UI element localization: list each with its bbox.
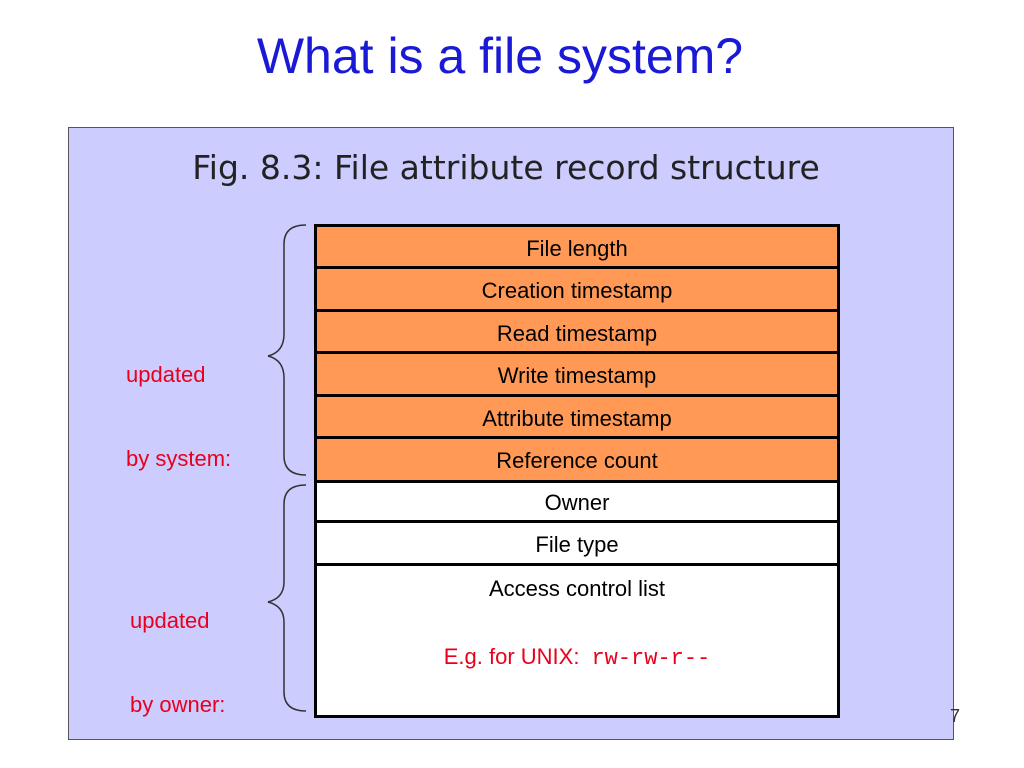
field-label: Write timestamp (497, 363, 657, 388)
record-field-access-control-list: Access control list (317, 566, 837, 715)
acl-example: E.g. for UNIX: rw-rw-r-- (317, 644, 837, 672)
acl-example-value: rw-rw-r-- (591, 646, 711, 671)
record-field-reference-count: Reference count (317, 439, 837, 483)
figure-caption: Fig. 8.3: File attribute record structur… (192, 148, 820, 187)
owner-group-label-line2: by owner: (130, 692, 226, 717)
field-label: Access control list (488, 576, 666, 601)
acl-example-label: E.g. for UNIX: (443, 644, 580, 669)
field-label: Read timestamp (496, 321, 658, 346)
field-label: Reference count (496, 448, 658, 473)
field-label: Owner (544, 490, 610, 515)
field-label: Creation timestamp (481, 278, 673, 303)
record-field-attribute-timestamp: Attribute timestamp (317, 397, 837, 439)
slide-title: What is a file system? (256, 28, 744, 84)
record-field-file-length: File length (317, 227, 837, 269)
record-field-read-timestamp: Read timestamp (317, 312, 837, 354)
system-group-brace (267, 224, 307, 476)
record-field-owner: Owner (317, 483, 837, 523)
record-field-creation-timestamp: Creation timestamp (317, 269, 837, 312)
system-group-label: updated by system: (126, 305, 231, 501)
record-field-write-timestamp: Write timestamp (317, 354, 837, 397)
record-field-file-type: File type (317, 523, 837, 566)
field-label: File length (526, 236, 628, 261)
field-label: File type (535, 532, 619, 557)
owner-group-brace (267, 484, 307, 712)
owner-group-label: updated by owner: (130, 551, 225, 747)
owner-group-label-line1: updated (130, 608, 210, 633)
file-attribute-record: File length Creation timestamp Read time… (314, 224, 840, 718)
field-label: Attribute timestamp (482, 406, 672, 431)
system-group-label-line2: by system: (126, 446, 232, 471)
page-number: 7 (950, 706, 961, 726)
system-group-label-line1: updated (126, 362, 206, 387)
